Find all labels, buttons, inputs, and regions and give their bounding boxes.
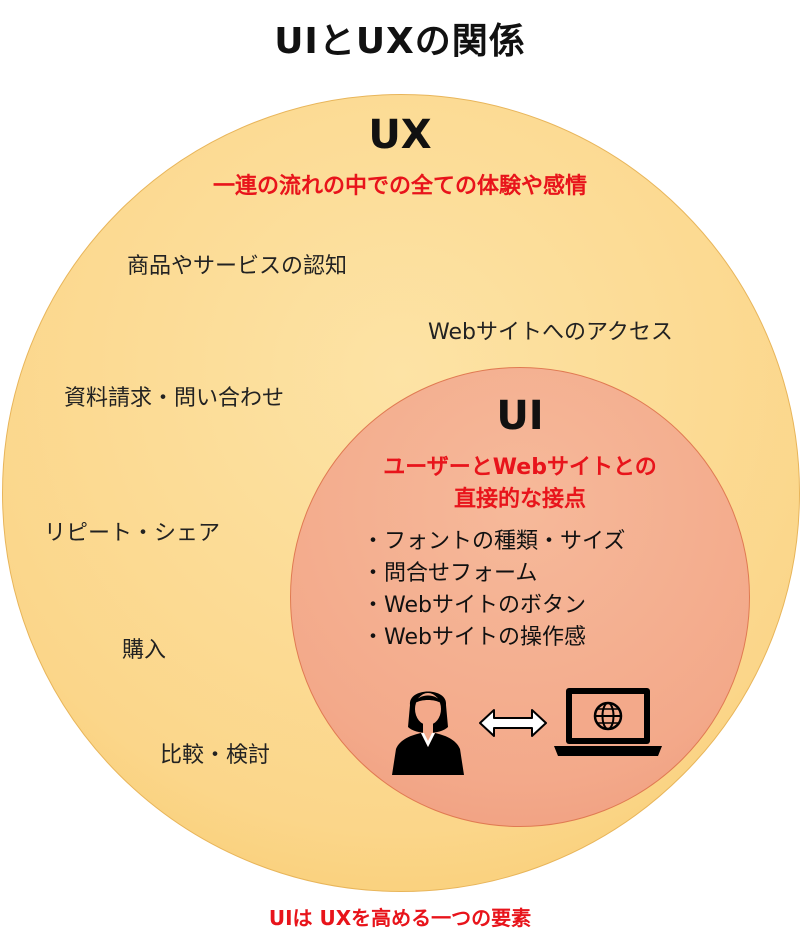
laptop-globe-icon xyxy=(554,688,662,756)
ui-subtitle-line2: 直接的な接点 xyxy=(453,487,586,512)
ui-item-list: ・フォントの種類・サイズ ・問合せフォーム ・Webサイトのボタン ・Webサイ… xyxy=(362,526,625,654)
ux-item-awareness: 商品やサービスの認知 xyxy=(127,254,348,279)
ux-label: UX xyxy=(368,112,432,158)
ux-item-website-access: Webサイトへのアクセス xyxy=(428,320,673,345)
ui-subtitle-line1: ユーザーとWebサイトとの xyxy=(383,455,657,480)
ui-item-form: ・問合せフォーム xyxy=(362,561,538,586)
ux-item-inquiry: 資料請求・問い合わせ xyxy=(64,386,285,411)
ui-item-font: ・フォントの種類・サイズ xyxy=(362,529,626,554)
person-icon xyxy=(392,691,464,775)
diagram-title: UIとUXの関係 xyxy=(274,21,526,62)
footer-caption: UIは UXを高める一つの要素 xyxy=(268,906,532,930)
ux-item-compare: 比較・検討 xyxy=(160,743,271,768)
ui-label: UI xyxy=(496,393,544,439)
ux-subtitle: 一連の流れの中での全ての体験や感情 xyxy=(212,174,587,199)
ui-subtitle: ユーザーとWebサイトとの 直接的な接点 xyxy=(290,452,750,516)
ui-item-usability: ・Webサイトの操作感 xyxy=(362,625,586,650)
ui-circle xyxy=(290,367,750,827)
double-arrow-icon xyxy=(479,709,547,737)
ux-item-repeat-share: リピート・シェア xyxy=(44,521,221,546)
ux-item-purchase: 購入 xyxy=(122,638,167,663)
ui-item-button: ・Webサイトのボタン xyxy=(362,593,586,618)
